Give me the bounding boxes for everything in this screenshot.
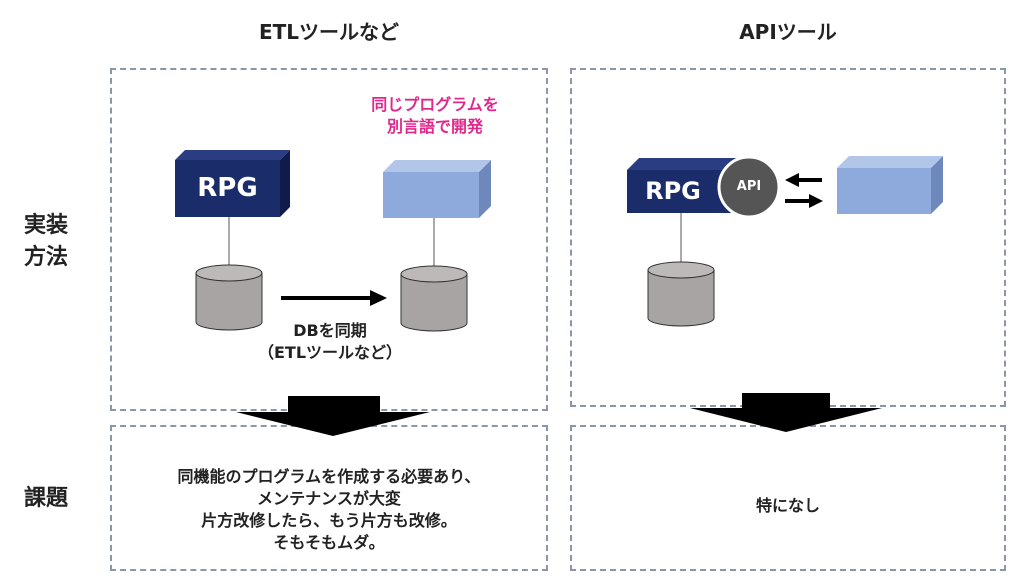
- rpg-label-left: RPG: [197, 173, 258, 203]
- database-cylinder-right: [647, 261, 715, 327]
- database-cylinder-left-1: [195, 264, 263, 331]
- down-arrow-right: [690, 393, 882, 432]
- new-system-box-right: [837, 156, 943, 214]
- rpg-label-right: RPG: [645, 177, 701, 205]
- sync-arrow: [281, 290, 387, 306]
- row-label-method-line1: 実装: [24, 213, 69, 238]
- rewrite-note-line1: 同じプログラムを: [371, 95, 499, 114]
- header-api: APIツール: [739, 20, 837, 44]
- database-cylinder-left-2: [400, 265, 468, 332]
- issue-line: 同機能のプログラムを作成する必要あり、: [177, 467, 481, 486]
- new-system-box-left: [383, 160, 491, 218]
- rewrite-note: 同じプログラムを 別言語で開発: [345, 94, 525, 138]
- rewrite-note-line2: 別言語で開発: [386, 117, 483, 136]
- issue-line: そもそもムダ。: [273, 533, 385, 552]
- api-badge-label: API: [736, 179, 762, 194]
- header-etl: ETLツールなど: [258, 20, 400, 44]
- issue-line: メンテナンスが大変: [257, 489, 401, 508]
- exchange-arrows: [785, 173, 823, 208]
- row-label-issues: 課題: [24, 486, 69, 511]
- sync-caption-line2: （ETLツールなど）: [257, 343, 403, 362]
- down-arrow-left: [236, 396, 430, 436]
- row-label-method: 実装 方法: [24, 210, 68, 274]
- rpg-server-left: [175, 150, 290, 217]
- sync-caption: DBを同期 （ETLツールなど）: [240, 320, 420, 364]
- issue-line: 片方改修したら、もう片方も改修。: [201, 511, 457, 530]
- sync-caption-line1: DBを同期: [293, 321, 367, 340]
- row-label-method-line2: 方法: [24, 245, 69, 270]
- left-issues-text: 同機能のプログラムを作成する必要あり、 メンテナンスが大変 片方改修したら、もう…: [110, 466, 548, 554]
- api-badge-circle: [717, 155, 781, 219]
- right-issues-text: 特になし: [755, 496, 820, 515]
